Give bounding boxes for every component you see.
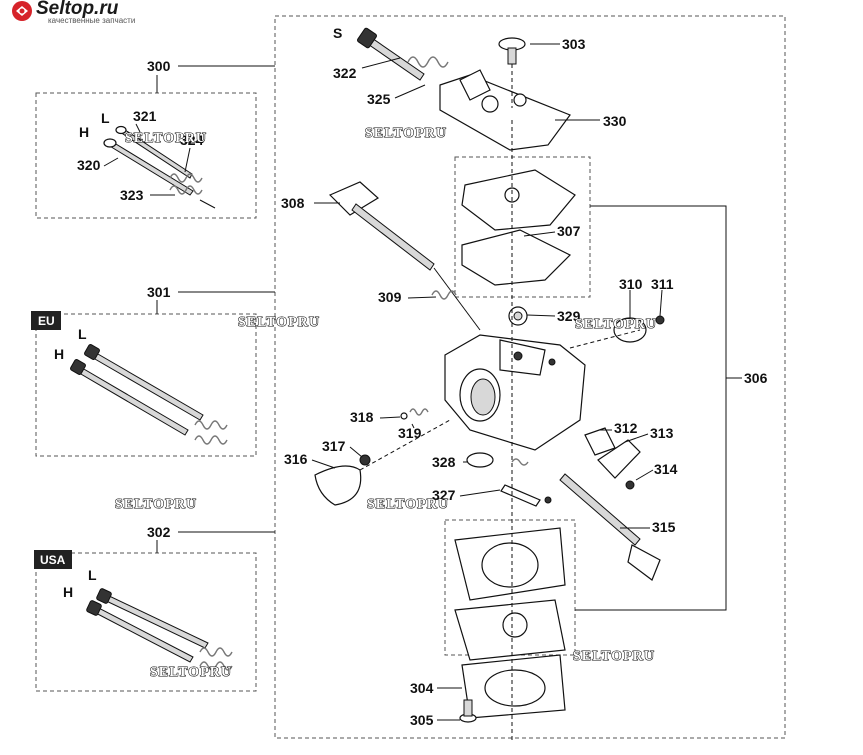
gasket-icon xyxy=(454,527,566,601)
gasket-icon xyxy=(454,599,566,661)
callout-312: 312 xyxy=(614,420,638,436)
watermark: SELTOPRU xyxy=(150,665,232,680)
logo-subtitle: качественные запчасти xyxy=(48,16,135,25)
callout-323: 323 xyxy=(120,187,144,203)
needle-icon xyxy=(115,125,193,179)
carburetor-body-icon xyxy=(444,334,586,451)
carburetor-cover xyxy=(439,69,571,151)
needle-kit-300 xyxy=(103,125,216,209)
filter-screen xyxy=(508,306,528,326)
screw-icon xyxy=(459,699,477,723)
seltop-logo-icon xyxy=(12,1,32,21)
throttle-valve xyxy=(314,454,371,506)
letter-l-300: L xyxy=(101,110,110,126)
logo-title: Seltop.ru xyxy=(36,0,119,19)
spring-icon xyxy=(431,290,457,300)
main-assembly-frame xyxy=(274,15,786,739)
bracket-306 xyxy=(575,205,727,611)
callout-301: 301 xyxy=(147,284,171,300)
needle-kit-302-frame xyxy=(35,552,257,692)
watermark: SELTOPRU xyxy=(575,317,657,332)
callout-322: 322 xyxy=(333,65,357,81)
axis-316 xyxy=(359,419,451,471)
callout-318: 318 xyxy=(350,409,374,425)
lever-assembly xyxy=(584,427,641,490)
callout-330: 330 xyxy=(603,113,627,129)
spring-icon xyxy=(199,647,233,671)
needle-kit-301-frame xyxy=(35,313,257,457)
needle-icon xyxy=(84,344,204,421)
region-tag-usa-text: USA xyxy=(40,553,66,567)
watermark: SELTOPRU xyxy=(573,649,655,664)
callout-317: 317 xyxy=(322,438,346,454)
callout-306: 306 xyxy=(744,370,768,386)
metering-parts xyxy=(500,458,552,507)
needle-kit-300-frame xyxy=(35,92,257,219)
callout-309: 309 xyxy=(378,289,402,305)
gasket-group-frame xyxy=(454,156,591,298)
callout-308: 308 xyxy=(281,195,305,211)
spring-icon xyxy=(194,420,228,445)
callout-302: 302 xyxy=(147,524,171,540)
letter-h-300: H xyxy=(79,124,89,140)
callout-311: 311 xyxy=(651,276,674,292)
callout-327: 327 xyxy=(432,487,456,503)
seltop-logo[interactable]: Seltop.ru качественные запчасти xyxy=(12,0,135,25)
callout-328: 328 xyxy=(432,454,456,470)
watermark: SELTOPRU xyxy=(365,126,447,141)
callout-304: 304 xyxy=(410,680,434,696)
letter-h-301: H xyxy=(54,346,64,362)
callout-300: 300 xyxy=(147,58,171,74)
callout-313: 313 xyxy=(650,425,674,441)
letter-l-301: L xyxy=(78,326,87,342)
letter-h-302: H xyxy=(63,584,73,600)
callout-303: 303 xyxy=(562,36,586,52)
spring-icon xyxy=(400,408,429,420)
gasket-icon xyxy=(466,452,494,468)
callout-310: 310 xyxy=(619,276,643,292)
region-tag-eu: EU xyxy=(31,311,61,330)
needle-icon xyxy=(96,588,209,649)
needle-icon xyxy=(356,27,425,81)
region-tag-usa: USA xyxy=(34,550,72,569)
watermark: SELTOPRU xyxy=(115,497,197,512)
callout-329: 329 xyxy=(557,308,581,324)
letter-l-302: L xyxy=(88,567,97,583)
choke-shaft xyxy=(559,473,661,581)
axis-310 xyxy=(569,329,641,349)
callout-320: 320 xyxy=(77,157,101,173)
gasket-icon xyxy=(461,654,566,719)
gasket-icon xyxy=(461,169,576,231)
callout-316: 316 xyxy=(284,451,308,467)
callout-315: 315 xyxy=(652,519,676,535)
callout-305: 305 xyxy=(410,712,434,728)
callout-319: 319 xyxy=(398,425,422,441)
needle-kit-301 xyxy=(70,344,228,445)
watermark: SELTOPRU xyxy=(367,497,449,512)
callout-325: 325 xyxy=(367,91,391,107)
throttle-shaft xyxy=(328,181,481,331)
watermark: SELTOPRU xyxy=(238,315,320,330)
callout-324: 324 xyxy=(180,132,204,148)
callout-307: 307 xyxy=(557,223,581,239)
spring-icon xyxy=(169,173,203,195)
needle-icon xyxy=(103,138,194,196)
callout-314: 314 xyxy=(654,461,678,477)
needle-icon xyxy=(86,600,194,663)
spring-icon xyxy=(407,56,449,68)
gasket-icon xyxy=(461,229,572,286)
callout-321: 321 xyxy=(133,108,157,124)
needle-icon xyxy=(70,359,189,436)
region-tag-eu-text: EU xyxy=(38,314,55,328)
letter-s: S xyxy=(333,25,342,41)
watermark: SELTOPRU xyxy=(125,131,207,146)
screw-icon xyxy=(498,37,526,108)
leader-lines xyxy=(103,43,663,721)
needle-kit-302 xyxy=(86,588,233,671)
